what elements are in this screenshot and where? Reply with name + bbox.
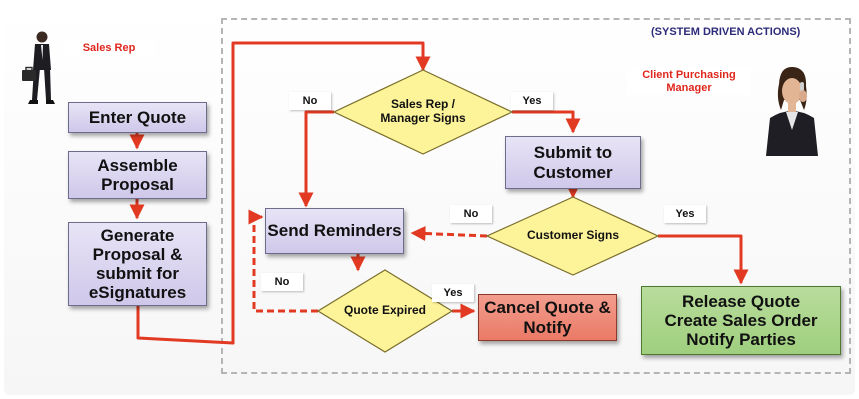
release-quote-box: Release Quote Create Sales Order Notify … bbox=[641, 286, 841, 355]
assemble-proposal-box: Assemble Proposal bbox=[68, 151, 207, 199]
arrow-generate-to-rep-signs bbox=[136, 41, 431, 345]
submit-to-customer-box: Submit to Customer bbox=[505, 136, 641, 189]
customer-signs-no-tag: No bbox=[450, 205, 492, 223]
generate-proposal-box: Generate Proposal & submit for eSignatur… bbox=[68, 222, 207, 306]
decision-quote-expired-shape bbox=[316, 269, 454, 353]
sales-rep-label: Sales Rep bbox=[64, 39, 154, 57]
arrow-rep-signs-yes bbox=[512, 110, 581, 134]
arrow-customer-signs-no bbox=[410, 226, 488, 242]
sales-rep-figure-icon bbox=[22, 31, 55, 104]
quote-expired-label: Quote Expired bbox=[343, 303, 426, 318]
enter-quote-box: Enter Quote bbox=[68, 102, 207, 133]
quote-expired-no-tag: No bbox=[261, 273, 303, 291]
cancel-quote-box: Cancel Quote & Notify bbox=[478, 294, 617, 341]
arrow-customer-signs-yes bbox=[658, 234, 749, 285]
system-actions-region bbox=[221, 18, 851, 374]
customer-signs-yes-tag: Yes bbox=[664, 205, 706, 223]
decision-customer-signs-shape bbox=[485, 196, 660, 276]
rep-signs-no-tag: No bbox=[289, 92, 331, 110]
rep-signs-yes-tag: Yes bbox=[511, 92, 553, 110]
arrow-expired-no bbox=[248, 209, 318, 313]
send-reminders-box: Send Reminders bbox=[265, 208, 404, 254]
arrow-rep-signs-no bbox=[298, 110, 334, 208]
customer-signs-label: Customer Signs bbox=[526, 228, 619, 243]
rep-signs-label: Sales Rep / Manager Signs bbox=[380, 97, 466, 125]
client-manager-figure-icon bbox=[766, 66, 818, 156]
decision-rep-signs-shape bbox=[332, 69, 514, 155]
quote-expired-yes-tag: Yes bbox=[432, 284, 474, 302]
client-manager-label: Client Purchasing Manager bbox=[627, 69, 751, 96]
system-actions-label: (SYSTEM DRIVEN ACTIONS) bbox=[651, 26, 801, 38]
